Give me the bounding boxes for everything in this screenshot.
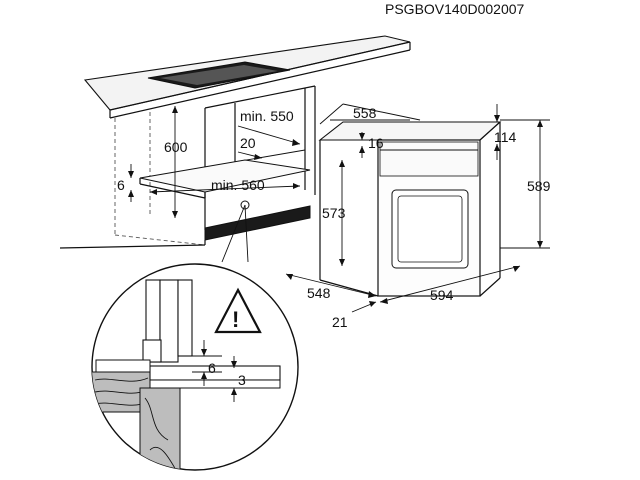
door-window	[391, 189, 469, 269]
oven	[318, 121, 502, 297]
detail-view: 6 3	[91, 263, 299, 471]
vent-height-label: 6	[117, 177, 125, 193]
oven-depth-label: 548	[307, 285, 331, 301]
oven-dimensions: 558 16 573 548 21 594 589	[285, 103, 551, 330]
warning-symbol: !	[232, 307, 239, 332]
oven-height-label: 589	[527, 178, 551, 194]
cabinet-depth-label: min. 550	[240, 108, 294, 124]
oven-body-height-label: 573	[322, 205, 346, 221]
detail-leader	[221, 200, 250, 263]
dim-line-560	[149, 185, 301, 193]
cabinet-niche	[59, 85, 316, 249]
detail-gap-label: 6	[208, 360, 216, 376]
warning-icon: !	[214, 287, 262, 334]
front-width-label: 594	[430, 287, 454, 303]
countertop	[83, 35, 411, 119]
cabinet-dimensions: 600 min. 550 20 min. 560 6	[117, 106, 301, 218]
product-code: PSGBOV140D002007	[385, 1, 525, 17]
cabinet-height-label: 600	[164, 139, 188, 155]
detail-thickness-label: 3	[238, 372, 246, 388]
cabinet-width-label: min. 560	[211, 177, 265, 193]
cabinet-gap-label: 20	[240, 135, 256, 151]
offset-top-label: 114	[494, 129, 517, 145]
front-thickness-label: 21	[332, 314, 348, 330]
oven-width-label: 558	[353, 105, 377, 121]
dim-line-550	[237, 125, 301, 145]
control-panel	[379, 141, 479, 177]
oven-top-gap-label: 16	[368, 135, 384, 151]
plinth	[204, 205, 311, 241]
